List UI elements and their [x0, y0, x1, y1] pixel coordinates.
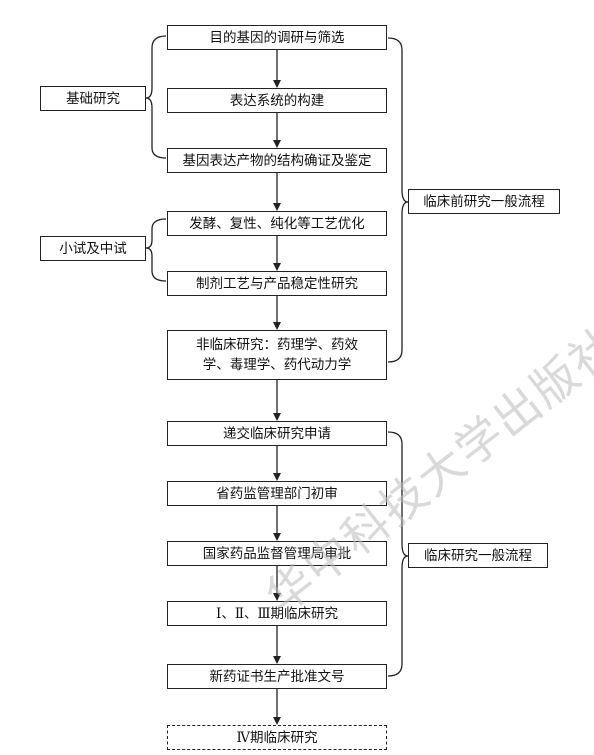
step-label: 省药监管理部门初审 [216, 485, 338, 502]
step-process-optimization: 发酵、复性、纯化等工艺优化 [167, 211, 387, 236]
group-clinical-process: 临床研究一般流程 [408, 543, 548, 568]
step-label: 新药证书生产批准文号 [209, 668, 345, 685]
group-label: 临床前研究一般流程 [423, 193, 545, 210]
step-label: 表达系统的构建 [229, 92, 325, 109]
step-new-drug-certificate: 新药证书生产批准文号 [167, 664, 387, 689]
group-preclinical-process: 临床前研究一般流程 [408, 189, 560, 214]
step-label: Ⅰ、Ⅱ、Ⅲ期临床研究 [215, 605, 339, 622]
arrowheads [273, 80, 281, 725]
step-label: 发酵、复性、纯化等工艺优化 [189, 215, 365, 232]
step-target-gene-screening: 目的基因的调研与筛选 [167, 25, 387, 50]
step-structure-confirmation: 基因表达产物的结构确证及鉴定 [167, 148, 387, 173]
step-expression-system: 表达系统的构建 [167, 88, 387, 113]
group-label: 小试及中试 [59, 240, 127, 257]
step-label: 基因表达产物的结构确证及鉴定 [182, 152, 372, 169]
group-label: 基础研究 [66, 90, 120, 107]
step-label-line1: 非临床研究：药理学、药效 [196, 337, 358, 353]
step-label: Ⅳ期临床研究 [236, 729, 318, 746]
step-provincial-review: 省药监管理部门初审 [167, 481, 387, 506]
group-basic-research: 基础研究 [40, 86, 146, 111]
step-label: 目的基因的调研与筛选 [209, 29, 345, 46]
step-label: 制剂工艺与产品稳定性研究 [196, 275, 358, 292]
step-phase-1-3-trials: Ⅰ、Ⅱ、Ⅲ期临床研究 [167, 601, 387, 626]
step-submit-clinical-application: 递交临床研究申请 [167, 421, 387, 446]
step-nonclinical-research: 非临床研究：药理学、药效 学、毒理学、药代动力学 [167, 330, 387, 380]
group-label: 临床研究一般流程 [424, 547, 532, 564]
step-label-line2: 学、毒理学、药代动力学 [202, 357, 352, 373]
step-phase-4-trials: Ⅳ期临床研究 [167, 725, 387, 750]
step-label: 递交临床研究申请 [223, 425, 331, 442]
step-label: 国家药品监督管理局审批 [202, 545, 352, 562]
step-national-approval: 国家药品监督管理局审批 [167, 541, 387, 566]
group-pilot-scale: 小试及中试 [40, 236, 146, 261]
step-formulation-stability: 制剂工艺与产品稳定性研究 [167, 271, 387, 296]
